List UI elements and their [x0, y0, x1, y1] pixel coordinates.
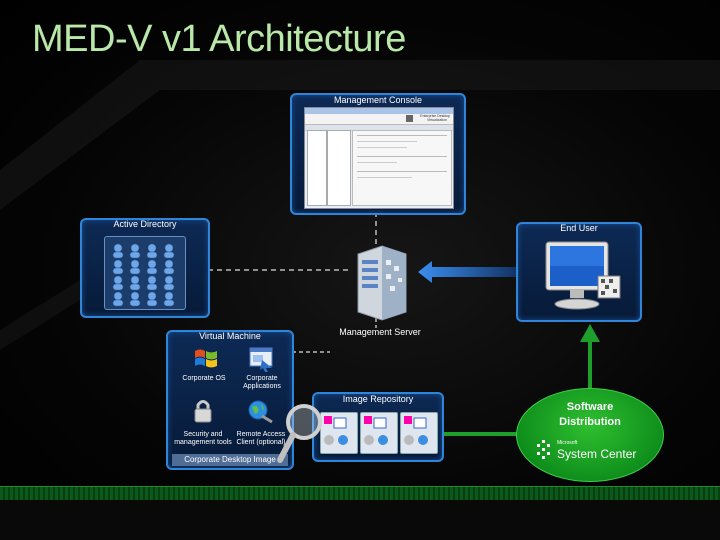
console-window-titlebar — [305, 108, 453, 114]
management-console-label: Management Console — [333, 95, 423, 105]
corporate-applications-label: Corporate Applications — [243, 375, 281, 390]
virtual-machine-panel: Virtual Machine Corporate OS Corporate A… — [166, 330, 294, 470]
image-repository-panel: Image Repository — [312, 392, 444, 462]
end-user-server-arrow — [418, 261, 520, 283]
security-tools-label: Security and management tools — [174, 431, 232, 446]
magnifier-icon — [277, 404, 322, 463]
green-arrow-head — [580, 324, 600, 342]
software-distribution-label-2: Distribution — [559, 416, 621, 428]
system-center-label: System Center — [557, 447, 637, 461]
user-group-icon — [104, 236, 186, 310]
management-console-panel: Management Console Enterprise Desktop Vi… — [290, 93, 466, 215]
software-distribution-label-1: Software — [566, 401, 614, 413]
active-directory-label: Active Directory — [113, 219, 177, 229]
end-user-panel: End User — [516, 222, 642, 322]
console-window-toolbar: Enterprise Desktop Virtualization — [305, 114, 453, 125]
console-logo-icon — [406, 115, 413, 122]
console-window-text-1: Enterprise Desktop — [420, 114, 450, 118]
application-window-icon — [249, 347, 273, 372]
image-repository-label: Image Repository — [342, 394, 414, 404]
console-window-form — [352, 130, 452, 206]
end-user-label: End User — [560, 223, 598, 233]
monitor-icon — [545, 241, 621, 310]
padlock-icon — [194, 400, 212, 423]
repository-icons — [324, 416, 428, 445]
microsoft-label: Microsoft — [557, 440, 578, 446]
console-window-list — [327, 130, 351, 206]
windows-logo-icon — [195, 349, 217, 368]
console-window-text-2: Virtualization — [427, 118, 447, 122]
console-window-sidebar — [307, 130, 327, 206]
corporate-desktop-image-label: Corporate Desktop Image — [172, 454, 288, 466]
active-directory-panel: Active Directory — [80, 218, 210, 318]
network-globe-icon — [248, 400, 273, 424]
management-server-label: Management Server — [339, 327, 421, 337]
footer-green-bar — [0, 486, 720, 501]
remote-access-label: Remote Access Client (optional) — [236, 431, 286, 446]
software-distribution-node: Software Distribution Microsoft System C… — [516, 388, 664, 482]
server-icon — [357, 245, 407, 321]
users-grid-icon — [112, 243, 175, 307]
slide-title: MED-V v1 Architecture — [32, 18, 406, 60]
footer-dark-strip — [0, 500, 720, 540]
virtual-machine-label: Virtual Machine — [199, 331, 261, 341]
corporate-os-label: Corporate OS — [182, 375, 226, 382]
system-center-logo-icon — [537, 440, 550, 459]
console-window: Enterprise Desktop Virtualization — [304, 107, 454, 209]
